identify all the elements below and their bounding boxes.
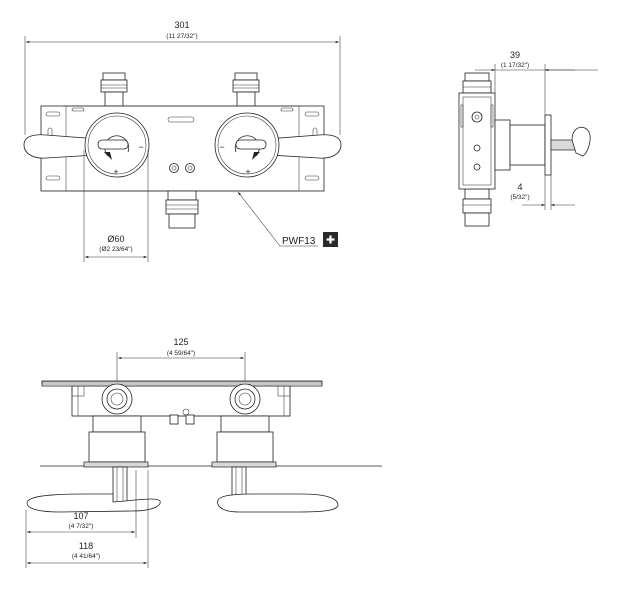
dimension-imperial: (11 27/32")	[166, 33, 197, 40]
dimension-value: 39	[510, 50, 520, 60]
dimension-imperial: (4 59/64")	[167, 350, 195, 357]
dimension-value: 107	[73, 511, 88, 521]
dimension-imperial: (4 7/32")	[69, 523, 94, 530]
minus-mark: −	[138, 142, 143, 152]
top-connector-left	[100, 72, 128, 107]
plus-mark: +	[245, 167, 250, 177]
top-connector-right	[232, 72, 260, 107]
dimension-depth-39: 39 (1 17/32")	[475, 50, 598, 115]
dimension-plate-4: 4 (5/32")	[510, 175, 575, 210]
dimension-value: 4	[517, 182, 522, 192]
center-fittings	[169, 163, 195, 173]
plus-mark: +	[113, 167, 118, 177]
dimension-value: 301	[174, 20, 189, 30]
dimension-width-301: 301 (11 27/32")	[24, 20, 341, 135]
part-callout: PWF13	[237, 191, 338, 247]
left-lever-handle: + −	[23, 112, 150, 178]
minus-mark: −	[219, 142, 224, 152]
dimension-projection-107: 107 (4 7/32")	[25, 470, 137, 568]
bottom-connector	[165, 190, 199, 229]
dimension-diameter-60: Ø60 (Ø2 23/64")	[83, 150, 149, 262]
dimension-value: 118	[79, 541, 93, 551]
front-view: 301 (11 27/32")	[23, 20, 342, 262]
top-view: 125 (4 59/64")	[25, 337, 382, 568]
dimension-imperial: (4 41/64")	[72, 553, 100, 560]
dimension-value: 125	[173, 337, 188, 347]
dimension-imperial: (5/32")	[510, 194, 529, 201]
side-view: 39 (1 17/32") 4 (5/32")	[458, 50, 598, 227]
dimension-imperial: (1 17/32")	[501, 62, 529, 69]
dimension-projection-118: 118 (4 41/64")	[27, 470, 149, 568]
mounting-slots	[45, 107, 320, 181]
dimension-value: Ø60	[107, 234, 124, 244]
dimension-imperial: (Ø2 23/64")	[99, 246, 132, 253]
part-code: PWF13	[282, 236, 316, 247]
right-lever-handle: + −	[214, 112, 342, 178]
